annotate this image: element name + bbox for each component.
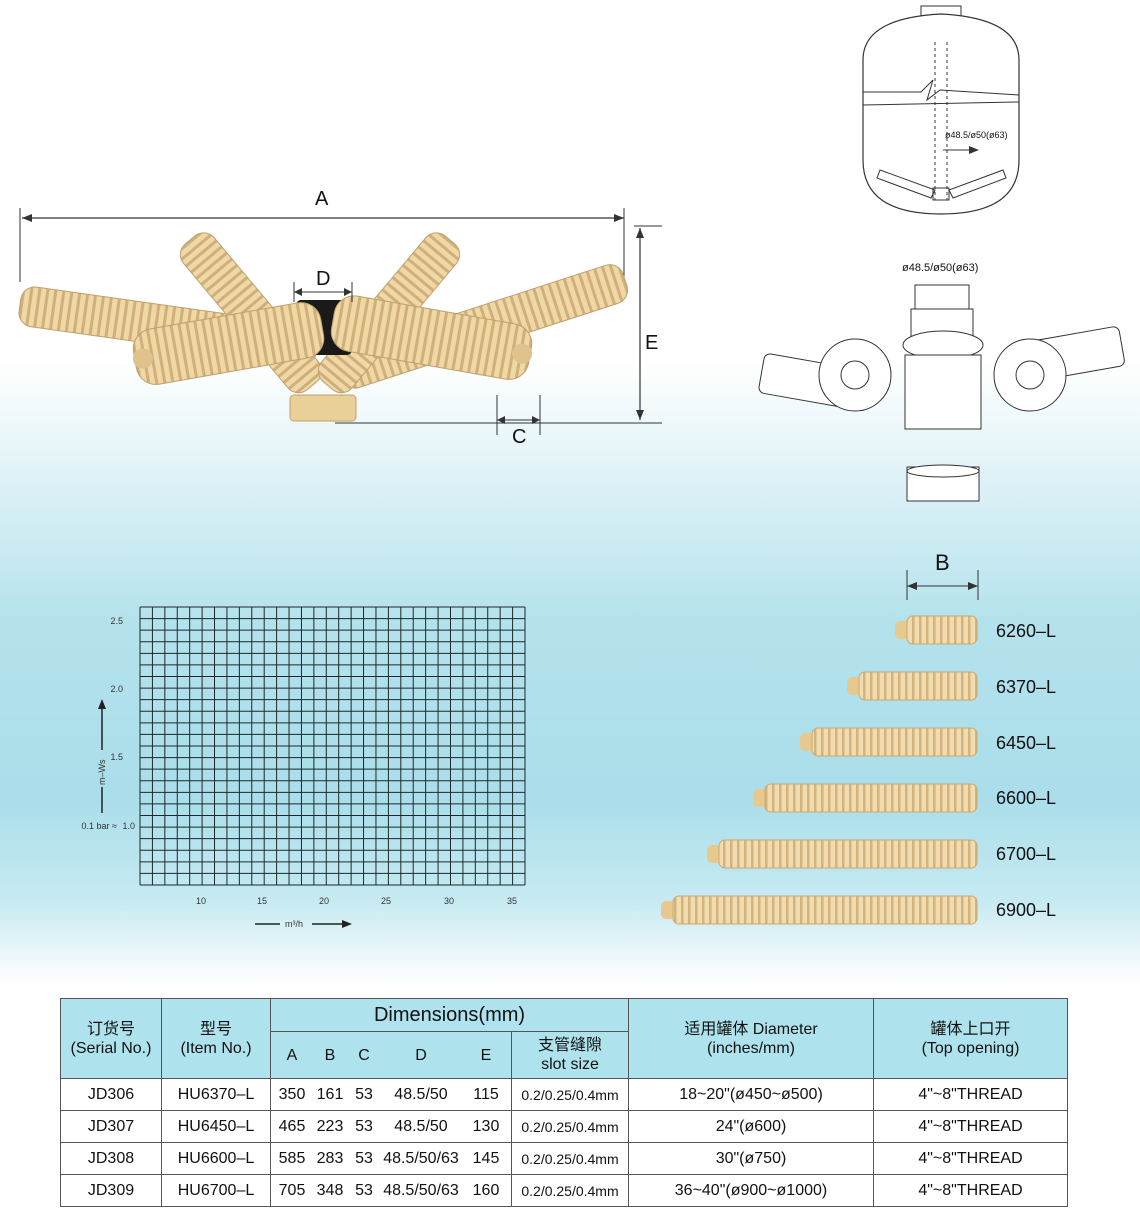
lateral-label-6370: 6370–L — [996, 677, 1057, 697]
table-cell-slot: 0.2/0.25/0.4mm — [511, 1078, 629, 1111]
table-cell-D: 48.5/50/63 — [381, 1142, 461, 1175]
header-d: D — [381, 1031, 461, 1079]
lateral-6450–L — [800, 727, 978, 757]
exploded-diagram — [758, 284, 1125, 502]
table-cell-slot: 0.2/0.25/0.4mm — [511, 1110, 629, 1143]
lateral-label-6900: 6900–L — [996, 900, 1057, 920]
table-cell-diameter: 18~20"(ø450~ø500) — [628, 1078, 874, 1111]
header-serial: 订货号(Serial No.) — [60, 998, 162, 1079]
lateral-6900–L — [661, 895, 978, 925]
pressure-flow-grid: 2.5 2.0 1.5 1.0 0.1 bar ≈ 10 15 20 25 30… — [82, 606, 526, 929]
table-cell-item: HU6370–L — [161, 1078, 271, 1111]
x-tick: 25 — [381, 896, 391, 906]
table-cell-C: 53 — [347, 1142, 381, 1175]
x-tick: 10 — [196, 896, 206, 906]
lateral-6600–L — [753, 783, 978, 813]
table-cell-diameter: 24"(ø600) — [628, 1110, 874, 1143]
table-cell-D: 48.5/50 — [381, 1078, 461, 1111]
spec-table: 订货号(Serial No.) 型号(Item No.) Dimensions(… — [60, 998, 1068, 1207]
table-cell-E: 160 — [461, 1174, 512, 1207]
table-cell-D: 48.5/50 — [381, 1110, 461, 1143]
lateral-6370–L — [847, 671, 978, 701]
table-cell-serial: JD307 — [60, 1110, 162, 1143]
table-cell-slot: 0.2/0.25/0.4mm — [511, 1142, 629, 1175]
coupling-diameter-label: ø48.5/ø50(ø63) — [902, 262, 979, 274]
y-tick: 2.0 — [110, 684, 123, 694]
table-cell-B: 348 — [313, 1174, 347, 1207]
x-tick: 30 — [444, 896, 454, 906]
header-diameter: 适用罐体 Diameter(inches/mm) — [628, 998, 874, 1079]
x-tick: 20 — [319, 896, 329, 906]
lateral-6260–L — [895, 615, 978, 645]
table-cell-C: 53 — [347, 1078, 381, 1111]
lateral-sizes-figure — [661, 570, 979, 925]
table-cell-B: 223 — [313, 1110, 347, 1143]
table-cell-opening: 4"~8"THREAD — [873, 1142, 1068, 1175]
table-cell-E: 115 — [461, 1078, 512, 1111]
table-cell-D: 48.5/50/63 — [381, 1174, 461, 1207]
dimension-e-label: E — [645, 332, 659, 354]
table-cell-E: 130 — [461, 1110, 512, 1143]
header-c: C — [347, 1031, 381, 1079]
table-cell-opening: 4"~8"THREAD — [873, 1174, 1068, 1207]
tank-diagram — [862, 5, 1020, 215]
tank-pipe-label: ø48.5/ø50(ø63) — [945, 130, 1008, 140]
header-top-opening: 罐体上口开(Top opening) — [873, 998, 1068, 1079]
header-item: 型号(Item No.) — [161, 998, 271, 1079]
header-b: B — [313, 1031, 347, 1079]
table-cell-C: 53 — [347, 1174, 381, 1207]
table-cell-slot: 0.2/0.25/0.4mm — [511, 1174, 629, 1207]
table-cell-E: 145 — [461, 1142, 512, 1175]
table-cell-B: 161 — [313, 1078, 347, 1111]
x-tick: 15 — [257, 896, 267, 906]
table-cell-opening: 4"~8"THREAD — [873, 1110, 1068, 1143]
table-cell-serial: JD306 — [60, 1078, 162, 1111]
header-dimensions: Dimensions(mm) — [270, 998, 629, 1032]
grid-lines — [139, 606, 526, 886]
table-cell-A: 350 — [270, 1078, 313, 1111]
table-cell-A: 585 — [270, 1142, 313, 1175]
lateral-label-6450: 6450–L — [996, 733, 1057, 753]
y-tick: 1.5 — [110, 752, 123, 762]
lateral-label-6700: 6700–L — [996, 844, 1057, 864]
dimension-b-label: B — [935, 550, 950, 575]
table-cell-A: 465 — [270, 1110, 313, 1143]
table-cell-opening: 4"~8"THREAD — [873, 1078, 1068, 1111]
table-cell-item: HU6700–L — [161, 1174, 271, 1207]
lateral-label-6260: 6260–L — [996, 621, 1057, 641]
table-cell-A: 705 — [270, 1174, 313, 1207]
table-cell-diameter: 36~40"(ø900~ø1000) — [628, 1174, 874, 1207]
header-a: A — [270, 1031, 313, 1079]
x-tick: 35 — [507, 896, 517, 906]
y-tick: 1.0 — [122, 821, 135, 831]
dimension-d-label: D — [316, 268, 331, 290]
table-cell-serial: JD308 — [60, 1142, 162, 1175]
x-axis-label: m³/h — [285, 919, 303, 929]
dimension-a-label: A — [315, 188, 329, 210]
y-tick: 2.5 — [110, 616, 123, 626]
y-axis-label: m–Ws — [97, 759, 107, 785]
lateral-label-6600: 6600–L — [996, 788, 1057, 808]
table-cell-diameter: 30"(ø750) — [628, 1142, 874, 1175]
dimension-c-label: C — [512, 426, 527, 448]
table-cell-C: 53 — [347, 1110, 381, 1143]
bar-note: 0.1 bar ≈ — [82, 821, 118, 831]
table-cell-item: HU6600–L — [161, 1142, 271, 1175]
lateral-6700–L — [707, 839, 978, 869]
table-cell-item: HU6450–L — [161, 1110, 271, 1143]
table-cell-serial: JD309 — [60, 1174, 162, 1207]
hub-lateral-assembly — [18, 208, 662, 435]
header-e: E — [461, 1031, 512, 1079]
table-cell-B: 283 — [313, 1142, 347, 1175]
